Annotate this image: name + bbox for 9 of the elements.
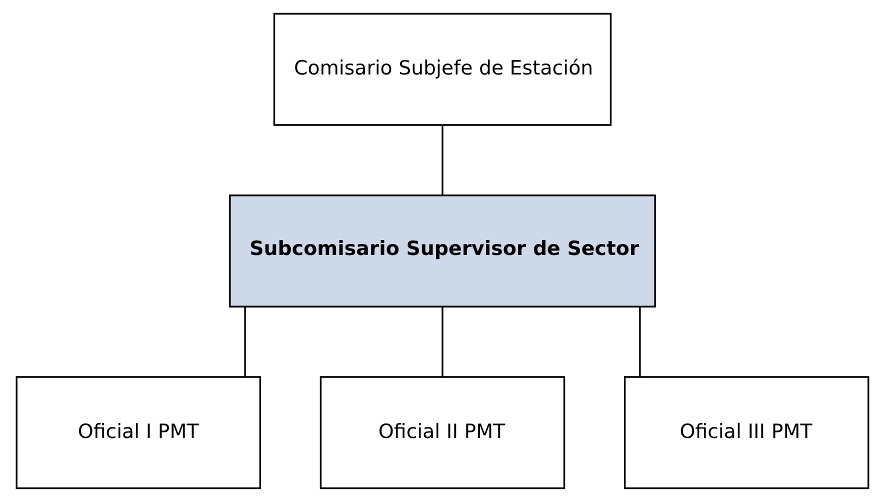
connector [442, 125, 444, 195]
node-box: Oficial I PMT [16, 376, 262, 490]
node-box: Subcomisario Supervisor de Sector [229, 194, 656, 308]
connector [442, 306, 444, 376]
node-box: Oficial II PMT [320, 376, 566, 490]
node-box: Comisario Subjefe de Estación [273, 12, 612, 126]
connector [244, 306, 246, 376]
node-box: Oficial III PMT [624, 376, 870, 490]
connector [639, 306, 641, 376]
